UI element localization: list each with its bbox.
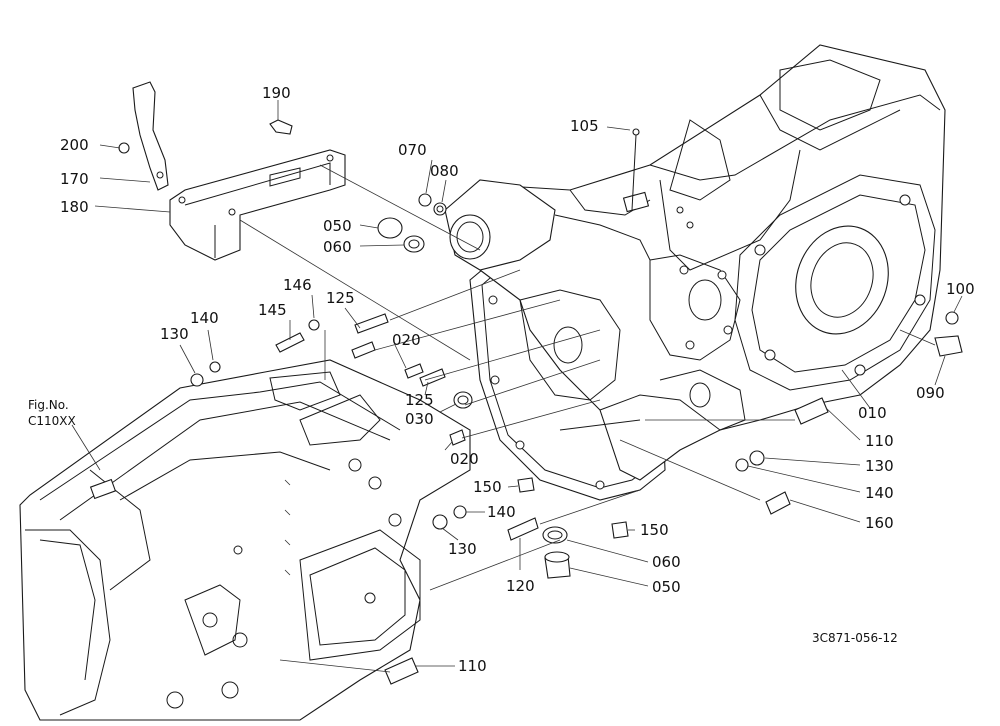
- callout-100: 100: [946, 280, 975, 298]
- callout-140-mid: 140: [487, 503, 516, 521]
- callout-125-mid: 125: [405, 391, 434, 409]
- callout-060-bottom: 060: [652, 553, 681, 571]
- callout-105: 105: [570, 117, 599, 135]
- rear-housing: [469, 44, 946, 481]
- callout-010: 010: [858, 404, 887, 422]
- figure-reference: Fig.No. C110XX: [28, 398, 76, 428]
- callout-190: 190: [262, 84, 291, 102]
- callout-150-left: 150: [473, 478, 502, 496]
- callout-146: 146: [283, 276, 312, 294]
- fig-ref-line1: Fig.No.: [28, 398, 69, 412]
- callout-160: 160: [865, 514, 894, 532]
- callout-060-top: 060: [323, 238, 352, 256]
- leader-lines: [71, 100, 963, 673]
- input-housing: [444, 179, 556, 271]
- drawing-code: 3C871-056-12: [812, 631, 898, 645]
- transmission-case-left: [19, 359, 471, 721]
- callout-200: 200: [60, 136, 89, 154]
- small-parts: [190, 128, 963, 685]
- callout-130-mid: 130: [448, 540, 477, 558]
- fig-ref-line2: C110XX: [28, 414, 76, 428]
- callout-020-b: 020: [450, 450, 479, 468]
- callout-125-top: 125: [326, 289, 355, 307]
- callout-145: 145: [258, 301, 287, 319]
- bracket-assembly: [118, 81, 346, 261]
- callout-140-right: 140: [865, 484, 894, 502]
- callout-130-left: 130: [160, 325, 189, 343]
- callout-110-right: 110: [865, 432, 894, 450]
- callout-020-a: 020: [392, 331, 421, 349]
- callout-140-left: 140: [190, 309, 219, 327]
- callout-170: 170: [60, 170, 89, 188]
- callout-130-right: 130: [865, 457, 894, 475]
- callout-120: 120: [506, 577, 535, 595]
- callout-150-right: 150: [640, 521, 669, 539]
- callout-080: 080: [430, 162, 459, 180]
- callout-030: 030: [405, 410, 434, 428]
- callout-110-bottom: 110: [458, 657, 487, 675]
- callout-labels: 190 200 170 180 070 080 050 060 105 146 …: [60, 84, 975, 675]
- callout-050-bottom: 050: [652, 578, 681, 596]
- callout-090: 090: [916, 384, 945, 402]
- callout-050-top: 050: [323, 217, 352, 235]
- callout-180: 180: [60, 198, 89, 216]
- callout-070: 070: [398, 141, 427, 159]
